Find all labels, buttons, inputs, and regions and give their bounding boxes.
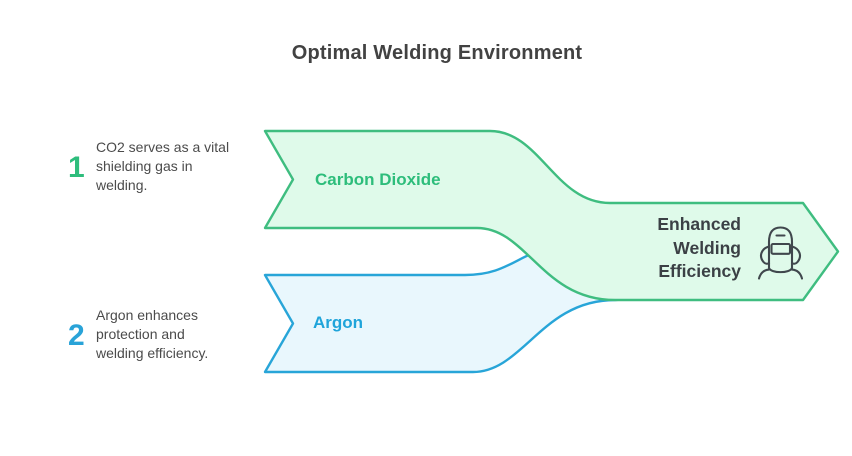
step-2-line-3: welding efficiency. [96,345,209,361]
step-1-line-2: shielding gas in [96,158,193,174]
page-title: Optimal Welding Environment [291,42,583,64]
result-line-3: Efficiency [658,261,741,281]
step-2-line-1: Argon enhances [96,307,198,323]
carbon-dioxide-flow-shape [263,129,840,302]
step-2-line-2: protection and [96,326,185,342]
step-1-line-3: welding. [96,177,148,193]
step-1-description: CO2 serves as a vital shielding gas in w… [96,138,246,195]
step-2-number: 2 [68,319,85,352]
step-1-number: 1 [68,151,85,184]
welding-helmet-icon [757,226,804,280]
result-line-2: Welding [673,237,741,258]
step-1-line-1: CO2 serves as a vital [96,139,230,155]
label-argon: Argon [313,313,364,332]
result-label: Enhanced Welding Efficiency [611,213,741,284]
result-line-1: Enhanced [657,214,741,234]
step-2-description: Argon enhances protection and welding ef… [96,306,246,363]
label-carbon-dioxide: Carbon Dioxide [315,170,441,189]
